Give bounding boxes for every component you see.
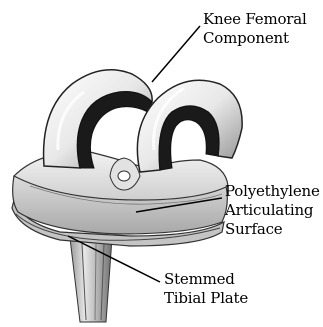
tibial-label-line-1: Stemmed xyxy=(164,270,248,289)
femoral-label-line-1: Knee Femoral xyxy=(203,10,307,29)
femoral-leader-line xyxy=(152,26,200,82)
femoral-right-condyle xyxy=(137,80,242,172)
femoral-label-line-2: Component xyxy=(203,29,307,48)
polyethylene-label-line-2: Articulating xyxy=(225,201,320,220)
polyethylene-surface-label: Polyethylene Articulating Surface xyxy=(225,182,320,239)
femoral-left-condyle xyxy=(44,70,153,168)
femoral-component-label: Knee Femoral Component xyxy=(203,10,307,48)
polyethylene-label-line-3: Surface xyxy=(225,220,320,239)
polyethylene-label-line-1: Polyethylene xyxy=(225,182,320,201)
tibial-label-line-2: Tibial Plate xyxy=(164,289,248,308)
tibial-stem xyxy=(70,238,112,322)
tibial-plate-label: Stemmed Tibial Plate xyxy=(164,270,248,308)
